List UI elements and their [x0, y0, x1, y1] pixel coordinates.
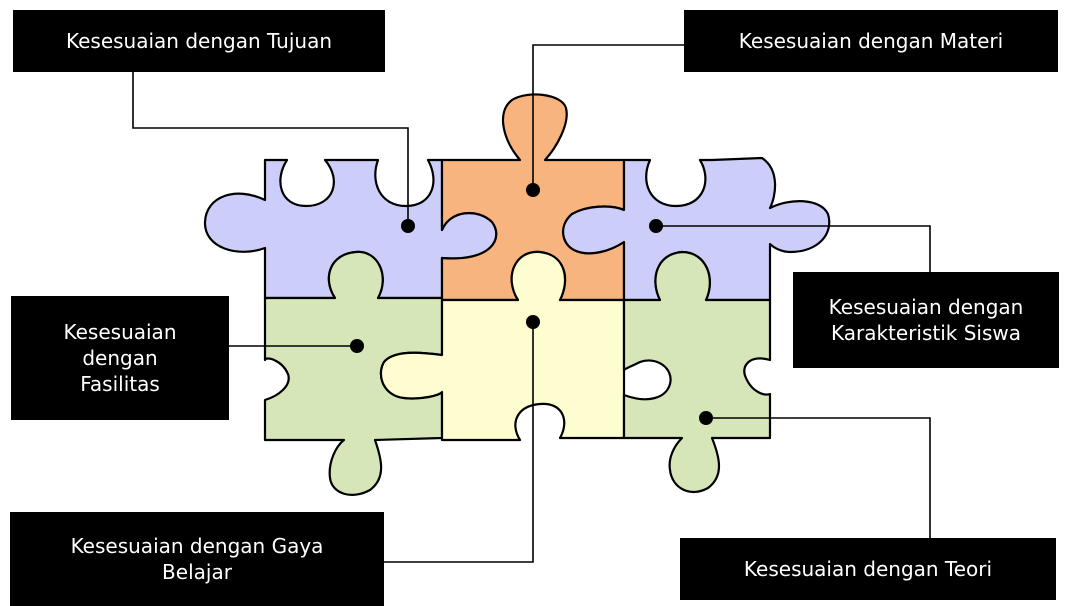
connector-gaya-belajar: [384, 322, 534, 563]
label-gaya-belajar-line-2: Belajar: [162, 560, 232, 584]
label-karakteristik-line-1: Kesesuaian dengan: [828, 295, 1024, 319]
label-fasilitas: Kesesuaian dengan Fasilitas: [11, 296, 229, 420]
label-fasilitas-line-2: dengan: [82, 346, 158, 370]
label-teori: Kesesuaian dengan Teori: [680, 538, 1056, 600]
label-gaya-belajar-line-1: Kesesuaian dengan Gaya: [70, 534, 324, 558]
dot-materi: [526, 183, 540, 197]
label-tujuan-text: Kesesuaian dengan Tujuan: [65, 29, 333, 53]
puzzle-piece-bottom-right: [622, 250, 772, 494]
dot-tujuan: [401, 219, 415, 233]
connector-tujuan: [132, 72, 409, 226]
dot-fasilitas: [350, 339, 364, 353]
label-tujuan: Kesesuaian dengan Tujuan: [13, 10, 385, 72]
puzzle-piece-top-right: [562, 156, 831, 302]
label-materi-text: Kesesuaian dengan Materi: [738, 29, 1004, 53]
puzzle-piece-bottom-center: [379, 250, 626, 442]
connector-karakteristik: [656, 225, 931, 272]
dot-teori: [699, 411, 713, 425]
label-fasilitas-line-1: Kesesuaian: [63, 320, 177, 344]
dot-gaya-belajar: [526, 315, 540, 329]
label-karakteristik-line-2: Karakteristik Siswa: [830, 321, 1022, 345]
label-materi: Kesesuaian dengan Materi: [684, 10, 1058, 72]
label-karakteristik-siswa: Kesesuaian dengan Karakteristik Siswa: [793, 272, 1059, 368]
connector-teori: [706, 417, 931, 538]
label-gaya-belajar: Kesesuaian dengan Gaya Belajar: [10, 512, 384, 606]
dot-karakteristik: [649, 219, 663, 233]
connector-materi: [532, 44, 684, 190]
label-fasilitas-line-3: Fasilitas: [80, 372, 160, 396]
label-teori-text: Kesesuaian dengan Teori: [743, 557, 993, 581]
